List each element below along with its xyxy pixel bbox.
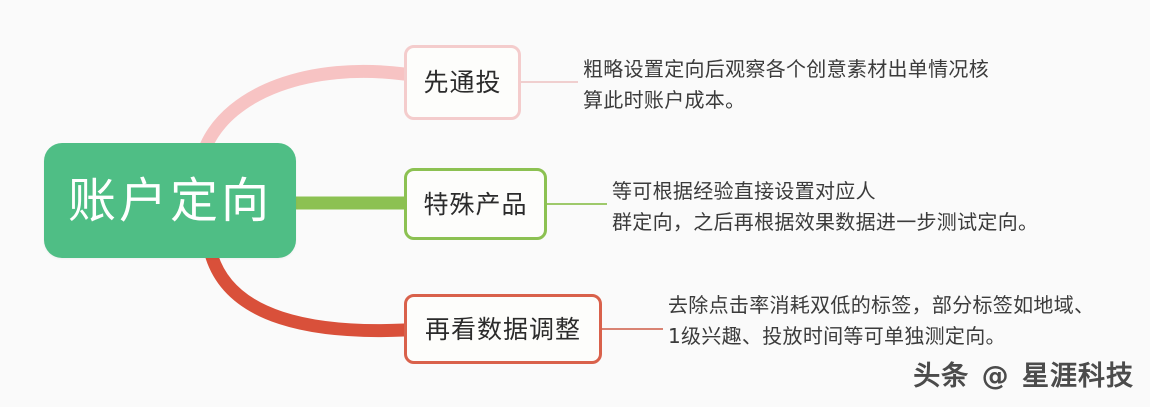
branch-node-label-1: 先通投	[423, 68, 502, 97]
description-line: 群定向，之后再根据效果数据进一步测试定向。	[612, 210, 1039, 234]
description-line: 1级兴趣、投放时间等可单独测定向。	[668, 324, 1006, 348]
branch-node-label-3: 再看数据调整	[424, 314, 581, 344]
watermark-name: 星涯科技	[1022, 361, 1134, 392]
branch-node-special-product[interactable]: 特殊产品	[404, 168, 547, 240]
watermark: 头条 @ 星涯科技	[913, 354, 1134, 393]
description-line: 去除点击率消耗双低的标签，部分标签如地域、	[668, 293, 1095, 317]
connector-curve-branch-3	[205, 250, 411, 338]
watermark-prefix: 头条	[913, 361, 970, 392]
branch-node-label-2: 特殊产品	[423, 189, 528, 219]
branch-node-first-broad-delivery[interactable]: 先通投	[404, 45, 521, 120]
description-line: 算此时账户成本。	[583, 88, 746, 112]
description-line: 等可根据经验直接设置对应人	[612, 179, 876, 203]
watermark-at-symbol: @	[981, 361, 1010, 392]
central-node-label: 账户定向	[67, 172, 272, 229]
central-node[interactable]: 账户定向	[44, 143, 296, 258]
description-branch-2: 等可根据经验直接设置对应人 群定向，之后再根据效果数据进一步测试定向。	[612, 176, 1039, 238]
connector-curve-branch-1	[199, 64, 411, 153]
description-branch-1: 粗略设置定向后观察各个创意素材出单情况核 算此时账户成本。	[583, 54, 1023, 116]
branch-node-review-data-adjust[interactable]: 再看数据调整	[404, 294, 602, 364]
description-branch-3: 去除点击率消耗双低的标签，部分标签如地域、 1级兴趣、投放时间等可单独测定向。	[668, 290, 1095, 352]
description-line: 粗略设置定向后观察各个创意素材出单情况核	[583, 57, 989, 81]
